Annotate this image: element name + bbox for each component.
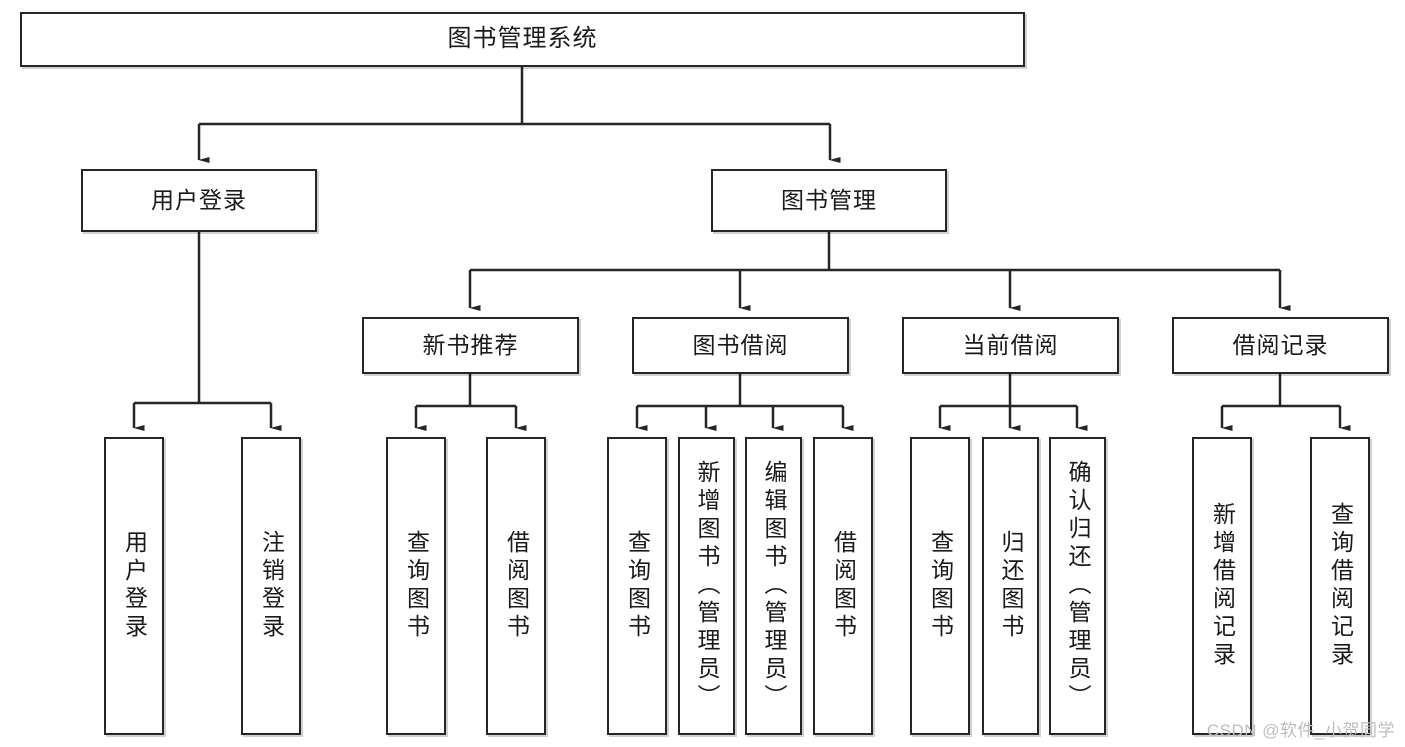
node-borrow-record-label: 借阅记录 [1232, 331, 1329, 358]
node-root-label: 图书管理系统 [447, 25, 598, 53]
node-leaf-query-book-2-label: 查询图书 [624, 530, 651, 642]
node-leaf-borrow-book-1[interactable]: 借阅图书 [486, 437, 546, 735]
node-leaf-query-record[interactable]: 查询借阅记录 [1310, 437, 1370, 735]
node-root-system[interactable]: 图书管理系统 [20, 12, 1025, 67]
node-leaf-query-book-3-label: 查询图书 [927, 530, 954, 642]
node-leaf-user-logout-label: 注销登录 [258, 530, 285, 642]
node-borrow-record[interactable]: 借阅记录 [1172, 317, 1389, 374]
node-leaf-add-book-label: 新增图书（管理员） [694, 460, 720, 712]
node-user-login[interactable]: 用户登录 [81, 169, 317, 232]
node-book-manage-label: 图书管理 [781, 186, 877, 213]
node-leaf-edit-book-label: 编辑图书（管理员） [761, 460, 787, 712]
node-leaf-return-book[interactable]: 归还图书 [982, 437, 1039, 735]
node-user-login-label: 用户登录 [151, 186, 247, 213]
node-leaf-query-book-2[interactable]: 查询图书 [607, 437, 667, 735]
node-leaf-return-book-label: 归还图书 [998, 530, 1024, 642]
node-leaf-borrow-book-1-label: 借阅图书 [503, 530, 530, 642]
watermark-text: CSDN @软件_小贺同学 [1206, 721, 1395, 740]
node-leaf-query-book-1[interactable]: 查询图书 [386, 437, 446, 735]
node-leaf-query-record-label: 查询借阅记录 [1327, 502, 1354, 670]
node-leaf-confirm-return-label: 确认归还（管理员） [1065, 460, 1091, 712]
node-leaf-borrow-book-2-label: 借阅图书 [830, 530, 857, 642]
node-book-manage[interactable]: 图书管理 [711, 169, 947, 232]
node-leaf-add-record-label: 新增借阅记录 [1209, 502, 1236, 670]
node-leaf-add-record[interactable]: 新增借阅记录 [1192, 437, 1252, 735]
node-leaf-user-login[interactable]: 用户登录 [104, 437, 164, 735]
node-current-borrow[interactable]: 当前借阅 [902, 317, 1119, 374]
node-current-borrow-label: 当前借阅 [962, 331, 1059, 358]
node-book-borrow-label: 图书借阅 [692, 331, 789, 358]
node-new-book-recommend-label: 新书推荐 [422, 331, 519, 358]
node-leaf-confirm-return[interactable]: 确认归还（管理员） [1049, 437, 1106, 735]
node-leaf-query-book-3[interactable]: 查询图书 [910, 437, 970, 735]
node-new-book-recommend[interactable]: 新书推荐 [362, 317, 579, 374]
node-leaf-query-book-1-label: 查询图书 [403, 530, 430, 642]
node-leaf-user-logout[interactable]: 注销登录 [241, 437, 301, 735]
node-leaf-user-login-label: 用户登录 [121, 530, 148, 642]
node-leaf-add-book[interactable]: 新增图书（管理员） [678, 437, 735, 735]
node-book-borrow[interactable]: 图书借阅 [632, 317, 849, 374]
node-leaf-borrow-book-2[interactable]: 借阅图书 [813, 437, 873, 735]
node-leaf-edit-book[interactable]: 编辑图书（管理员） [745, 437, 802, 735]
